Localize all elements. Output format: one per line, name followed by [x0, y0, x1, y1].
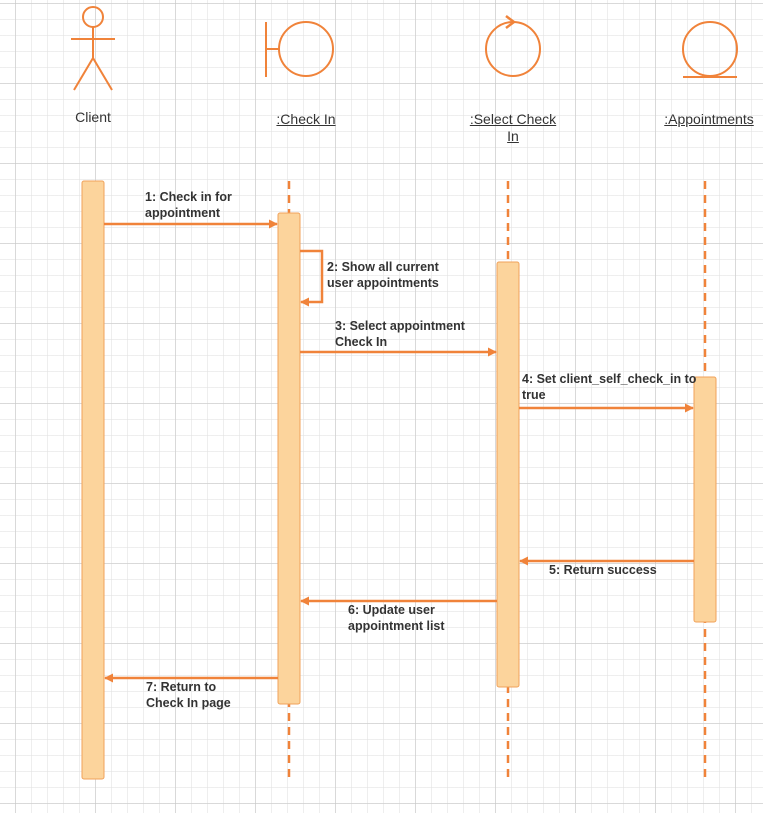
arrow-2 — [300, 249, 324, 307]
message-label-1: 1: Check in for appointment — [145, 190, 232, 220]
activation-select-check-in — [496, 261, 520, 688]
actor-icon — [71, 6, 115, 91]
participant-label-select-check-in: :Select Check In — [469, 111, 557, 144]
message-label-3: 3: Select appointment Check In — [335, 319, 465, 349]
activation-check-in — [277, 212, 301, 705]
message-label-2: 2: Show all current user appointments — [327, 260, 439, 290]
activation-client — [81, 180, 105, 780]
activation-bars — [81, 180, 717, 780]
entity-icon — [682, 21, 738, 78]
message-arrows — [104, 219, 694, 683]
message-label-5: 5: Return success — [549, 563, 657, 577]
boundary-icon — [265, 21, 334, 77]
message-label-4: 4: Set client_self_check_in to true — [522, 372, 697, 402]
message-label-7: 7: Return to Check In page — [146, 680, 231, 710]
participant-label-appointments: :Appointments — [664, 111, 754, 127]
message-label-6: 6: Update user appointment list — [348, 603, 445, 633]
activation-appointments — [693, 376, 717, 623]
participant-label-check-in: :Check In — [276, 111, 336, 127]
participant-label-client: Client — [75, 109, 111, 125]
control-icon — [485, 15, 541, 77]
